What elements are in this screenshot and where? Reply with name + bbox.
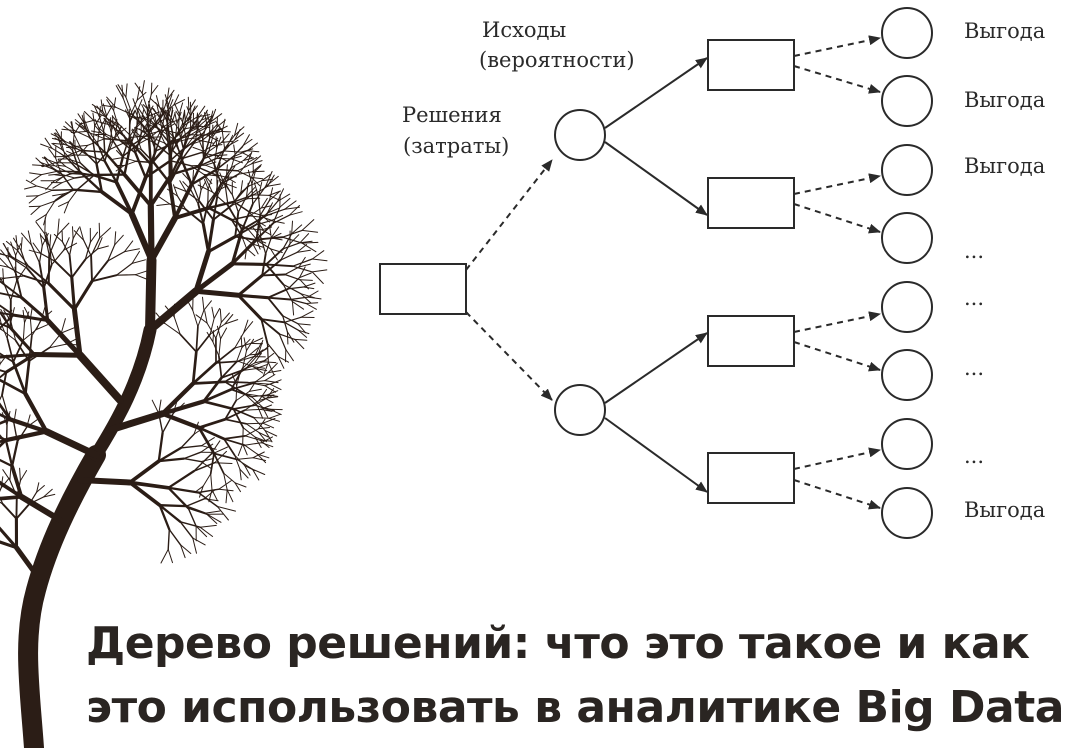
outcome-box-1 — [707, 39, 795, 91]
end-node-8 — [881, 487, 933, 539]
end-node-4 — [881, 212, 933, 264]
decisions-sublabel: (затраты) — [403, 134, 509, 158]
outcome-label-3: Выгода — [964, 154, 1045, 178]
end-branch-3 — [793, 173, 881, 195]
decision-tree-diagram: Исходы (вероятности) Решения (затраты) В… — [379, 7, 1045, 539]
tree-silhouette-icon — [0, 80, 328, 748]
end-node-6 — [881, 349, 933, 401]
end-node-5 — [881, 281, 933, 333]
end-branch-7 — [793, 447, 881, 470]
outcome-box-3 — [707, 315, 795, 367]
outcome-branch-2 — [604, 141, 708, 216]
outcome-label-1: Выгода — [964, 19, 1045, 43]
end-node-7 — [881, 418, 933, 470]
outcome-label-2: Выгода — [964, 88, 1045, 112]
outcomes-sublabel: (вероятности) — [479, 48, 635, 72]
outcome-branch-3 — [604, 332, 708, 404]
end-branch-8 — [793, 479, 881, 510]
end-node-3 — [881, 144, 933, 196]
outcome-branch-4 — [604, 417, 708, 493]
decisions-label: Решения — [402, 103, 502, 127]
article-title-line-1: Дерево решений: что это такое и как — [86, 618, 1030, 669]
chance-node-upper — [554, 109, 606, 161]
outcome-branch-1 — [604, 57, 708, 129]
end-branch-6 — [793, 341, 881, 372]
end-branch-5 — [793, 311, 881, 333]
end-node-2 — [881, 75, 933, 127]
outcomes-label: Исходы — [482, 18, 566, 42]
outcome-box-2 — [707, 177, 795, 229]
outcome-label-6: ... — [964, 356, 984, 380]
article-title-line-2: это использовать в аналитике Big Data — [86, 682, 1064, 733]
decision-branch-lower — [465, 311, 553, 401]
end-node-1 — [881, 7, 933, 59]
root-decision-node — [379, 263, 467, 315]
end-branch-1 — [793, 35, 881, 57]
end-branch-2 — [793, 65, 881, 94]
chance-node-lower — [554, 384, 606, 436]
outcome-box-4 — [707, 452, 795, 504]
outcome-label-7: ... — [964, 444, 984, 468]
decision-branch-upper — [465, 159, 553, 271]
outcome-label-4: ... — [964, 239, 984, 263]
end-branch-4 — [793, 203, 881, 234]
outcome-label-5: ... — [964, 286, 984, 310]
outcome-label-8: Выгода — [964, 498, 1045, 522]
